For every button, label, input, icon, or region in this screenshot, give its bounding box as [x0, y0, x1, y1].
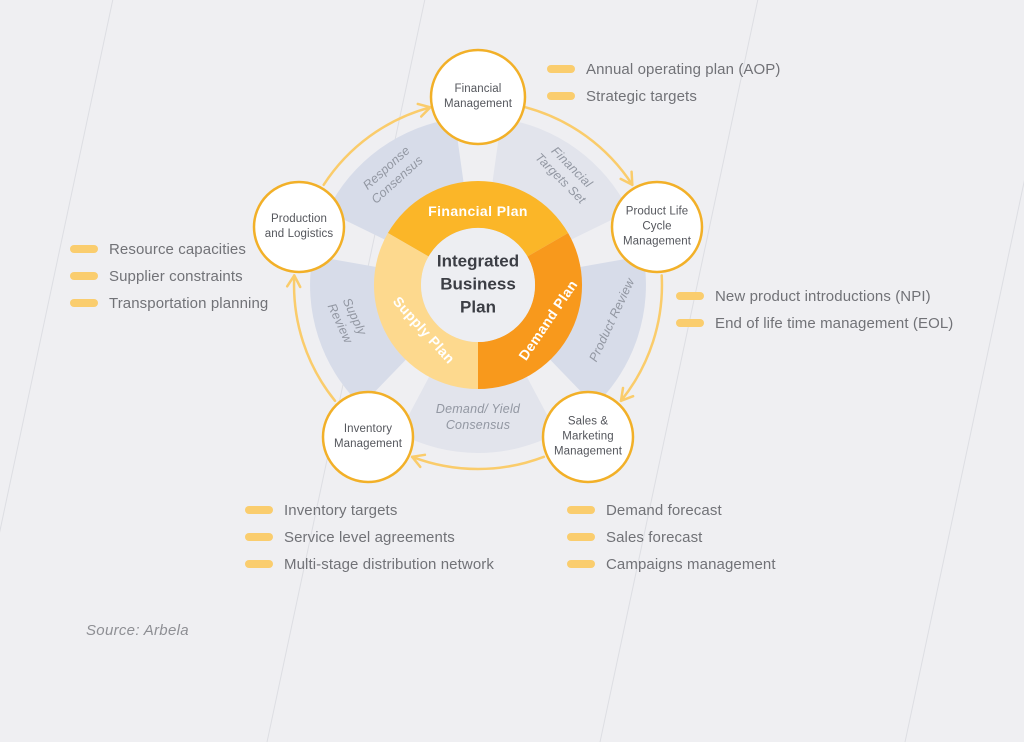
node-circle-financial-management	[429, 48, 527, 146]
bullet-dash-icon	[245, 506, 273, 514]
annotation-text: Campaigns management	[606, 555, 776, 573]
diagram-svg	[252, 48, 704, 484]
annotation-group-financial: Annual operating plan (AOP) Strategic ta…	[547, 60, 781, 105]
annotation-text: Service level agreements	[284, 528, 455, 546]
annotation-text: Annual operating plan (AOP)	[586, 60, 781, 78]
node-label-sales-marketing-management: Sales & Marketing Management	[553, 415, 623, 458]
arrowhead-icon	[410, 453, 427, 469]
bullet-dash-icon	[567, 506, 595, 514]
arrowhead-icon	[619, 170, 634, 187]
node-label-production-and-logistics: Production and Logistics	[264, 213, 334, 240]
bullet-dash-icon	[676, 292, 704, 300]
center-label: Integrated Business Plan	[436, 251, 520, 317]
annotation-item: Demand forecast	[567, 501, 776, 519]
arrowhead-icon	[285, 274, 302, 289]
wedge-label-demand-yield-consensus: Demand/ Yield Consensus	[435, 401, 521, 432]
annotation-group-production-logistics: Resource capacities Supplier constraints…	[70, 240, 268, 312]
annotation-text: New product introductions (NPI)	[715, 287, 931, 305]
annotation-item: Inventory targets	[245, 501, 494, 519]
node-circle-inventory-management	[321, 390, 415, 484]
bullet-dash-icon	[70, 272, 98, 280]
annotation-item: Campaigns management	[567, 555, 776, 573]
node-circles	[252, 48, 704, 484]
annotation-item: Transportation planning	[70, 294, 268, 312]
annotation-group-inventory: Inventory targets Service level agreemen…	[245, 501, 494, 573]
annotation-text: Demand forecast	[606, 501, 722, 519]
annotation-text: Resource capacities	[109, 240, 246, 258]
annotation-group-sales-marketing: Demand forecast Sales forecast Campaigns…	[567, 501, 776, 573]
cycle-arrow-arc	[410, 455, 546, 471]
annotation-group-product-life-cycle: New product introductions (NPI) End of l…	[676, 287, 953, 332]
annotation-item: Service level agreements	[245, 528, 494, 546]
bullet-dash-icon	[567, 533, 595, 541]
bullet-dash-icon	[245, 533, 273, 541]
cycle-arrow-arc	[619, 274, 664, 403]
annotation-item: Strategic targets	[547, 87, 781, 105]
arrowhead-icon	[416, 102, 432, 118]
node-label-financial-management: Financial Management	[443, 83, 513, 110]
cycle-arrow-arc	[292, 274, 337, 403]
annotation-item: Annual operating plan (AOP)	[547, 60, 781, 78]
bullet-dash-icon	[547, 65, 575, 73]
node-circle-product-life-cycle-management	[610, 180, 704, 274]
annotation-text: Supplier constraints	[109, 267, 243, 285]
node-circle-sales-marketing-management	[541, 390, 635, 484]
segment-financial-plan	[387, 180, 569, 257]
annotation-text: Multi-stage distribution network	[284, 555, 494, 573]
center-circle	[421, 228, 535, 342]
node-label-inventory-management: Inventory Management	[333, 423, 403, 450]
segment-demand-plan	[478, 233, 583, 390]
arrowhead-icon	[619, 386, 635, 403]
annotation-text: Strategic targets	[586, 87, 697, 105]
bullet-dash-icon	[70, 299, 98, 307]
node-circle-production-and-logistics	[252, 180, 346, 274]
annotation-item: Resource capacities	[70, 240, 268, 258]
annotation-text: Sales forecast	[606, 528, 703, 546]
bullet-dash-icon	[547, 92, 575, 100]
cycle-arrow-arc	[524, 106, 634, 187]
cycle-arrow-arc	[322, 106, 432, 187]
annotation-text: Inventory targets	[284, 501, 398, 519]
cycle-arrows	[285, 102, 664, 471]
bullet-dash-icon	[245, 560, 273, 568]
annotation-item: Sales forecast	[567, 528, 776, 546]
bullet-dash-icon	[70, 245, 98, 253]
source-attribution: Source: Arbela	[86, 622, 189, 639]
annotation-item: End of life time management (EOL)	[676, 314, 953, 332]
bullet-dash-icon	[676, 319, 704, 327]
annotation-text: Transportation planning	[109, 294, 269, 312]
annotation-text: End of life time management (EOL)	[715, 314, 954, 332]
annotation-item: Supplier constraints	[70, 267, 268, 285]
segment-label-financial-plan: Financial Plan	[428, 202, 528, 219]
node-label-product-life-cycle-management: Product Life Cycle Management	[622, 205, 692, 248]
bullet-dash-icon	[567, 560, 595, 568]
segment-supply-plan	[373, 233, 478, 389]
annotation-item: Multi-stage distribution network	[245, 555, 494, 573]
annotation-item: New product introductions (NPI)	[676, 287, 953, 305]
